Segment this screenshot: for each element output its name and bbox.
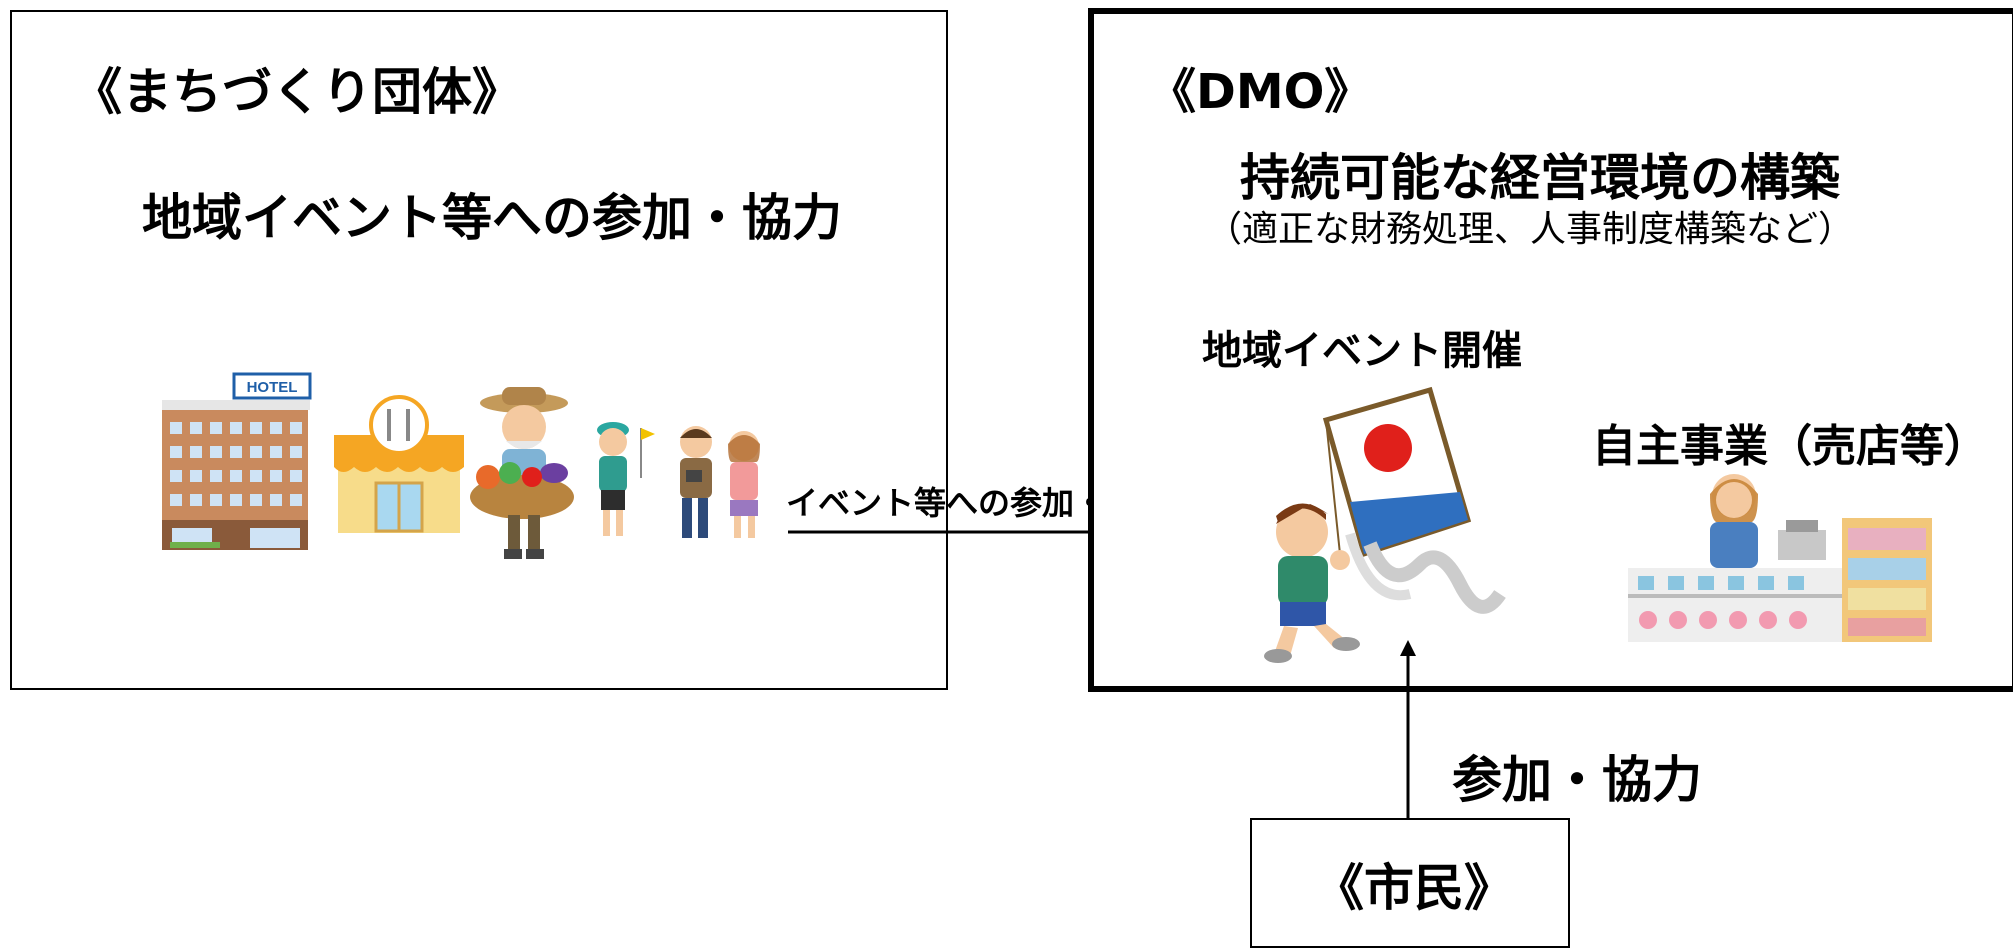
kite-boy-icon xyxy=(1264,386,1506,663)
dmo-heading: 持続可能な経営環境の構築 xyxy=(1240,149,1840,207)
machizukuri-group-title: 《まちづくり団体》 xyxy=(72,63,522,121)
hotel-icon: HOTEL xyxy=(162,372,312,550)
machizukuri-group-box xyxy=(10,10,948,690)
machizukuri-group-heading: 地域イベント等への参加・協力 xyxy=(142,189,842,247)
citizen-participation-label: 参加・協力 xyxy=(1452,751,1702,809)
event-label: 地域イベント開催 xyxy=(1202,328,1522,374)
citizen-arrow xyxy=(1400,640,1416,820)
business-label: 自主事業（売店等） xyxy=(1592,421,1988,472)
farmer-icon xyxy=(470,387,574,559)
shop-clerk-icon xyxy=(1628,474,1932,642)
citizen-title: 《市民》 xyxy=(1314,859,1514,917)
hotel-sign: HOTEL xyxy=(247,379,298,396)
restaurant-icon xyxy=(334,395,464,533)
tourists-icon xyxy=(680,426,760,538)
dmo-title: 《DMO》 xyxy=(1148,64,1373,120)
dmo-subheading: （適正な財務処理、人事制度構築など） xyxy=(1206,209,1855,250)
tour-guide-icon xyxy=(597,422,655,536)
